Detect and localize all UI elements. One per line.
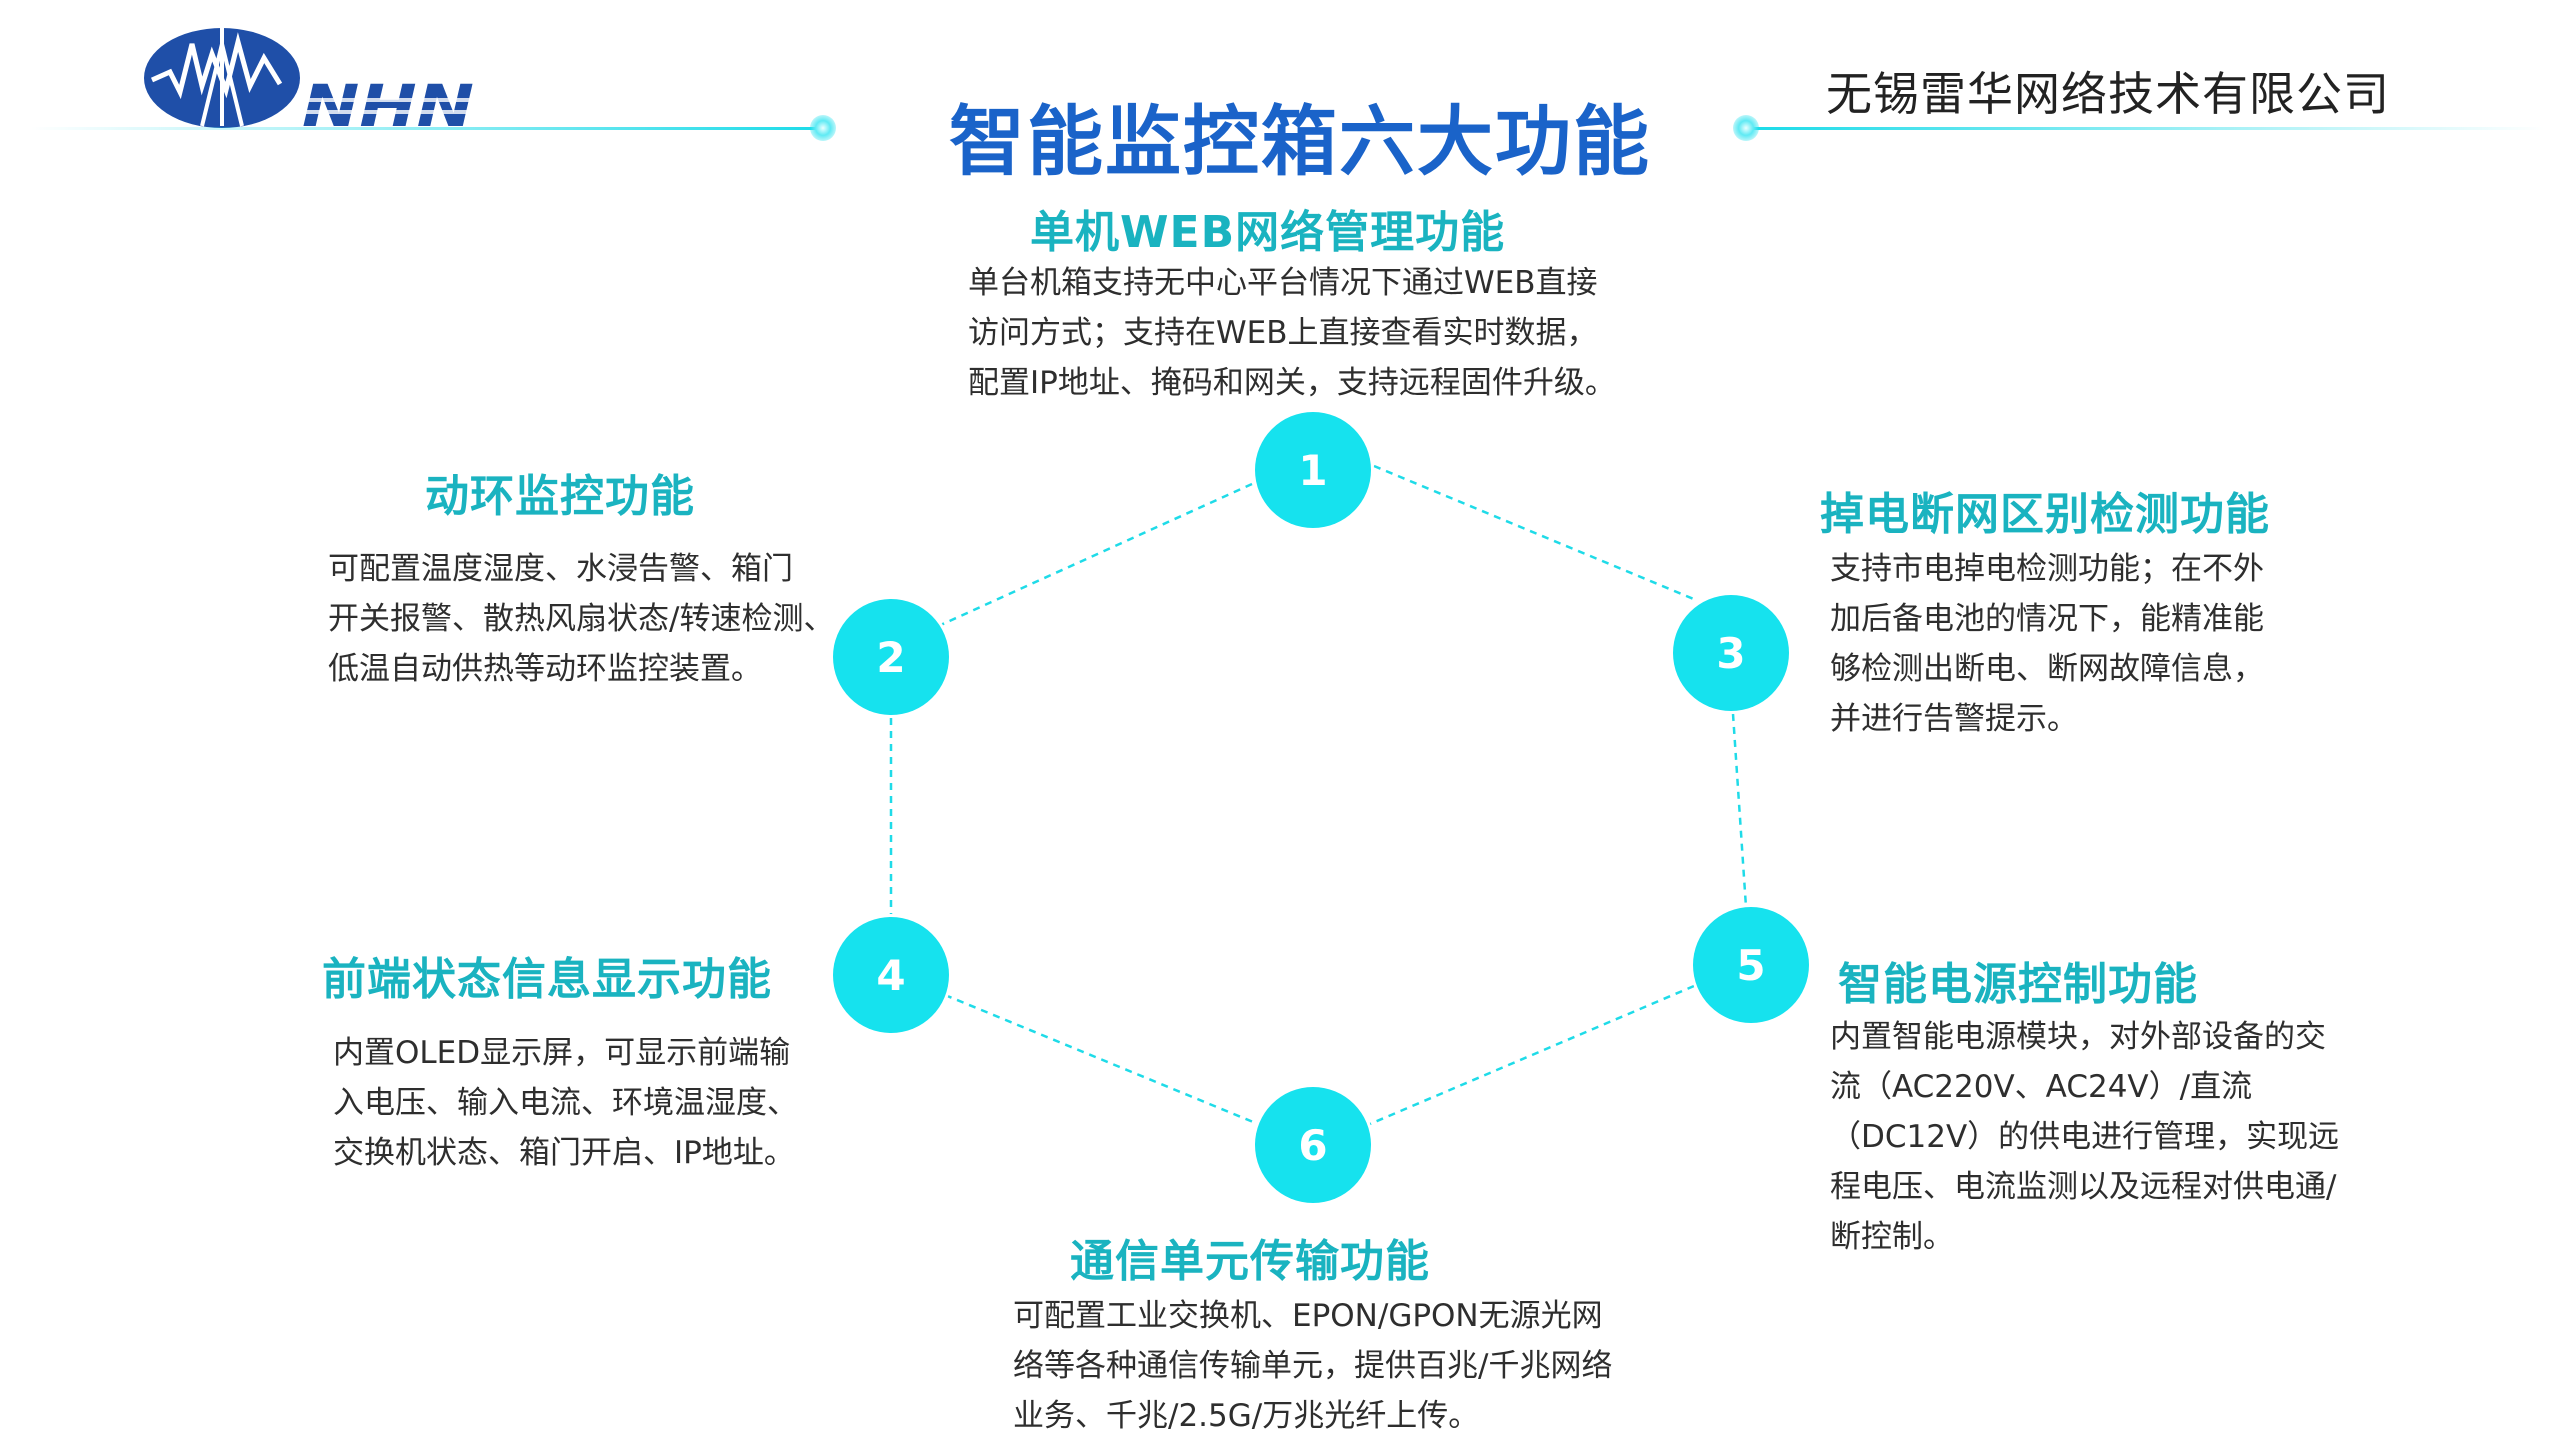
feature-desc-power-network-detection: 支持市电掉电检测功能；在不外 加后备电池的情况下，能精准能 够检测出断电、断网故… (1830, 544, 2264, 744)
feature-desc-power-control: 内置智能电源模块，对外部设备的交 流（AC220V、AC24V）/直流 （DC1… (1830, 1012, 2339, 1262)
desc-line: 交换机状态、箱门开启、IP地址。 (333, 1135, 795, 1171)
desc-line: 加后备电池的情况下，能精准能 (1830, 601, 2264, 637)
desc-line: 并进行告警提示。 (1830, 701, 2078, 737)
desc-line: 够检测出断电、断网故障信息， (1830, 651, 2264, 687)
desc-line: 可配置温度湿度、水浸告警、箱门 (328, 551, 793, 587)
page-title: 智能监控箱六大功能 (949, 97, 1651, 186)
header-divider-right (1745, 127, 2545, 130)
feature-title-power-control: 智能电源控制功能 (1838, 959, 2198, 1010)
feature-title-power-network-detection: 掉电断网区别检测功能 (1820, 489, 2270, 540)
desc-line: 程电压、电流监测以及远程对供电通/ (1830, 1169, 2337, 1205)
feature-title-environment-monitoring: 动环监控功能 (425, 471, 695, 522)
desc-line: 支持市电掉电检测功能；在不外 (1830, 551, 2264, 587)
desc-line: 络等各种通信传输单元，提供百兆/千兆网络 (1013, 1348, 1613, 1384)
desc-line: 单台机箱支持无中心平台情况下通过WEB直接 (968, 265, 1598, 301)
desc-line: 配置IP地址、掩码和网关，支持远程固件升级。 (968, 365, 1616, 401)
feature-node-4: 4 (833, 917, 949, 1033)
feature-node-6: 6 (1255, 1087, 1371, 1203)
feature-title-communication-transmission: 通信单元传输功能 (1070, 1236, 1430, 1287)
desc-line: 可配置工业交换机、EPON/GPON无源光网 (1013, 1298, 1603, 1334)
feature-node-3: 3 (1673, 595, 1789, 711)
feature-title-status-display: 前端状态信息显示功能 (322, 954, 772, 1005)
desc-line: 业务、千兆/2.5G/万兆光纤上传。 (1013, 1398, 1480, 1434)
connector-3-5 (1731, 713, 1748, 908)
feature-desc-status-display: 内置OLED显示屏，可显示前端输 入电压、输入电流、环境温湿度、 交换机状态、箱… (333, 1028, 798, 1178)
company-logo: NHN (144, 28, 474, 132)
desc-line: 流（AC220V、AC24V）/直流 (1830, 1069, 2253, 1105)
desc-line: （DC12V）的供电进行管理，实现远 (1830, 1119, 2340, 1155)
connector-4-6 (944, 993, 1259, 1126)
company-name: 无锡雷华网络技术有限公司 (1826, 67, 2390, 121)
feature-desc-environment-monitoring: 可配置温度湿度、水浸告警、箱门 开关报警、散热风扇状态/转速检测、 低温自动供热… (328, 544, 834, 694)
connector-1-3 (1373, 464, 1697, 602)
desc-line: 断控制。 (1830, 1219, 1954, 1255)
connector-5-6 (1369, 984, 1695, 1126)
feature-title-web-management: 单机WEB网络管理功能 (1030, 207, 1506, 258)
header-divider-left (30, 127, 830, 130)
desc-line: 访问方式；支持在WEB上直接查看实时数据， (968, 315, 1598, 351)
feature-node-2: 2 (833, 599, 949, 715)
desc-line: 内置智能电源模块，对外部设备的交 (1830, 1019, 2326, 1055)
desc-line: 内置OLED显示屏，可显示前端输 (333, 1035, 791, 1071)
feature-node-1: 1 (1255, 412, 1371, 528)
divider-glow-dot-left (810, 115, 836, 141)
desc-line: 开关报警、散热风扇状态/转速检测、 (328, 601, 835, 637)
connector-1-2 (933, 482, 1253, 630)
desc-line: 入电压、输入电流、环境温湿度、 (333, 1085, 798, 1121)
divider-glow-dot-right (1733, 115, 1759, 141)
desc-line: 低温自动供热等动环监控装置。 (328, 651, 762, 687)
feature-node-5: 5 (1693, 907, 1809, 1023)
feature-desc-communication-transmission: 可配置工业交换机、EPON/GPON无源光网 络等各种通信传输单元，提供百兆/千… (1013, 1291, 1612, 1441)
feature-desc-web-management: 单台机箱支持无中心平台情况下通过WEB直接 访问方式；支持在WEB上直接查看实时… (968, 258, 1616, 408)
